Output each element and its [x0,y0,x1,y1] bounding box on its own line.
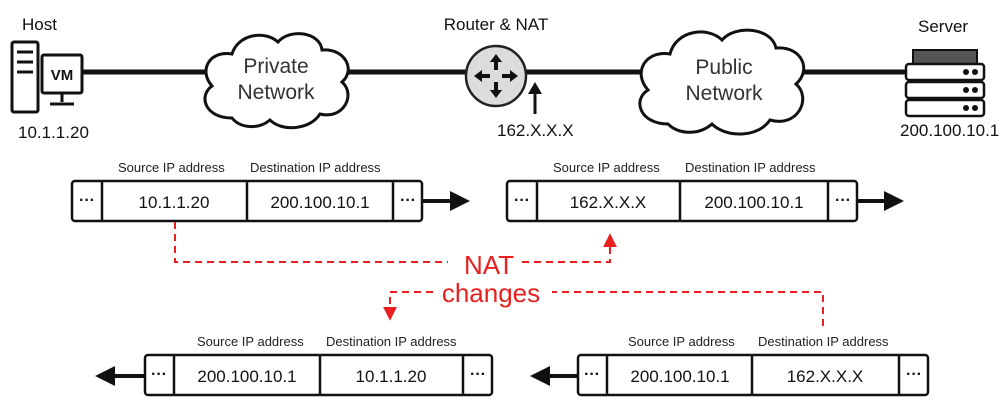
server-ip: 200.100.10.1 [900,121,999,140]
packet-source-ip: 200.100.10.1 [630,367,729,386]
router-public-ip-arrow [528,82,542,114]
nat-connector-outbound-left [174,222,448,263]
source-ip-header: Source IP address [553,160,660,175]
packet-outbound-public: Source IP address Destination IP address… [505,160,904,223]
private-network-line1: Private [243,55,308,78]
private-network-line2: Network [237,81,315,104]
vm-label: VM [51,67,74,84]
packet-ellipsis-left: ··· [151,366,167,383]
packet-ellipsis-right: ··· [906,366,922,383]
packet-destination-ip: 200.100.10.1 [704,193,803,212]
packet-ellipsis-left: ··· [514,192,530,209]
public-network-cloud-icon [638,28,806,136]
source-ip-header: Source IP address [628,334,735,349]
packet-source-ip: 10.1.1.20 [139,193,210,212]
packet-ellipsis-right: ··· [835,192,851,209]
nat-label-line1: NAT [464,250,514,280]
destination-ip-header: Destination IP address [758,334,889,349]
server-rack-icon [904,49,986,118]
source-ip-header: Source IP address [118,160,225,175]
router-icon [464,44,528,108]
packet-return-private: Source IP address Destination IP address… [95,334,494,397]
private-network-cloud-icon [203,32,350,130]
packet-outbound-private: Source IP address Destination IP address… [70,160,470,223]
router-ip: 162.X.X.X [497,121,574,140]
packet-ellipsis-left: ··· [79,192,95,209]
server-title: Server [918,17,968,36]
public-network-line1: Public [695,56,752,79]
destination-ip-header: Destination IP address [685,160,816,175]
packet-ellipsis-right: ··· [400,192,416,209]
packet-ellipsis-left: ··· [584,366,600,383]
source-ip-header: Source IP address [197,334,304,349]
destination-ip-header: Destination IP address [326,334,457,349]
packet-source-ip: 200.100.10.1 [197,367,296,386]
nat-label-line2: changes [442,278,540,308]
packet-ellipsis-right: ··· [470,366,486,383]
packet-destination-ip: 162.X.X.X [787,367,864,386]
packet-return-public: Source IP address Destination IP address… [530,334,930,397]
nat-connectors [174,222,824,326]
nat-connector-return-left [383,291,433,321]
host-computer-icon: VM [10,40,84,114]
public-network-line2: Network [685,82,763,105]
router-title: Router & NAT [444,15,549,34]
nat-connector-return-right [552,291,824,326]
packet-destination-ip: 200.100.10.1 [270,193,369,212]
packet-destination-ip: 10.1.1.20 [356,367,427,386]
packet-source-ip: 162.X.X.X [570,193,647,212]
host-ip: 10.1.1.20 [18,123,89,142]
destination-ip-header: Destination IP address [250,160,381,175]
nat-connector-outbound-right [522,233,617,263]
host-title: Host [22,15,57,34]
